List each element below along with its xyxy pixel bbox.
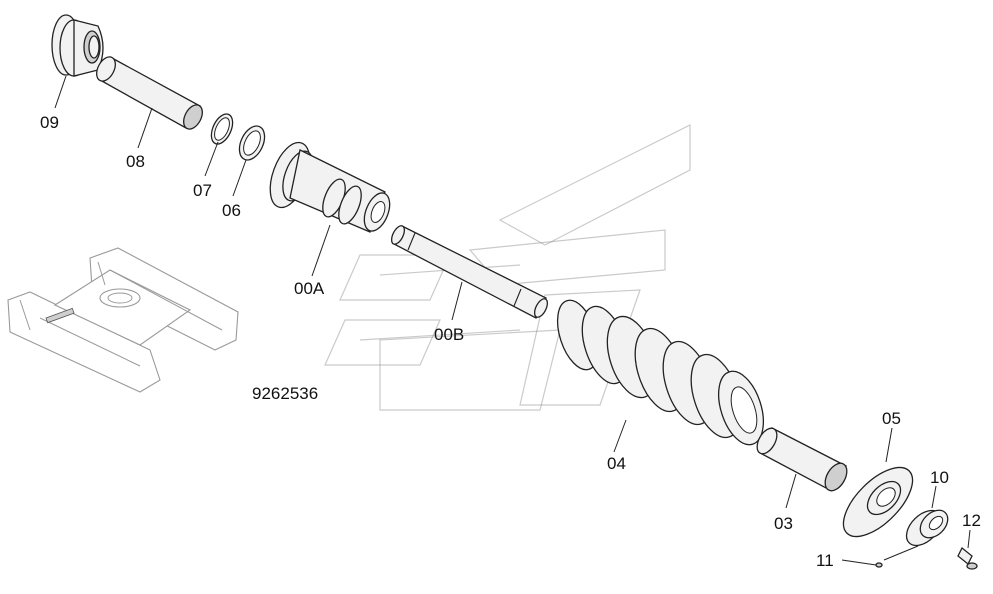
part-03-sleeve	[756, 427, 848, 492]
callout-labels: 09 08 07 06 00A 00B 9262536 04 03 05 10 …	[40, 113, 981, 570]
part-09-collar	[51, 14, 104, 77]
callout-11: 11	[816, 551, 834, 570]
part-11-pin	[875, 562, 883, 568]
callout-10: 10	[930, 468, 949, 487]
callout-06: 06	[222, 201, 241, 220]
callout-00A: 00A	[294, 279, 325, 298]
part-00B-rod	[390, 225, 549, 319]
part-12-fitting	[957, 546, 978, 570]
part-04-spring	[556, 299, 765, 446]
callout-08: 08	[126, 152, 145, 171]
callout-12: 12	[962, 511, 981, 530]
part-00A-yoke	[269, 141, 391, 233]
part-08-bushing	[96, 56, 203, 130]
part-05-disc	[842, 466, 914, 538]
part-10-nut	[905, 509, 949, 547]
callout-03: 03	[774, 514, 793, 533]
drawing-number: 9262536	[252, 384, 318, 403]
callout-00B: 00B	[434, 325, 464, 344]
callout-04: 04	[607, 454, 626, 473]
callout-07: 07	[193, 181, 212, 200]
part-07-ring	[210, 113, 234, 145]
callout-09: 09	[40, 113, 59, 132]
part-06-ring	[238, 125, 266, 161]
frame-inset	[7, 247, 239, 393]
callout-05: 05	[882, 409, 901, 428]
leader-lines	[54, 75, 971, 566]
